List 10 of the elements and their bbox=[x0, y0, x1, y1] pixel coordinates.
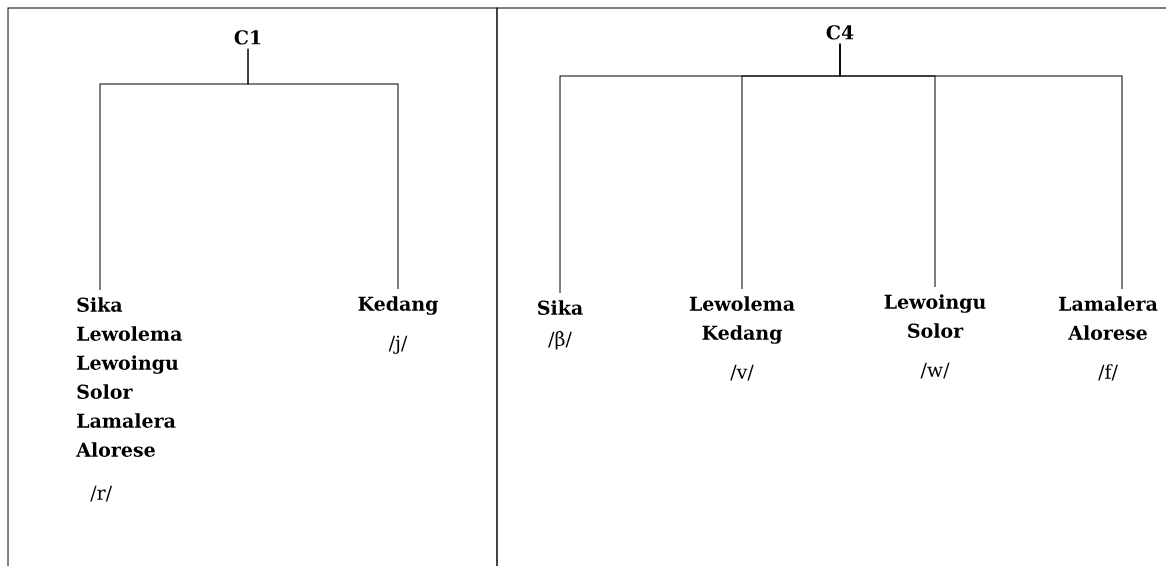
language-group-label: Kedang /j/ bbox=[358, 296, 438, 354]
language-group-label: Sika Lewolema Lewoingu Solor Lamalera Alorese /r/ bbox=[76, 297, 182, 502]
tree-connector bbox=[839, 43, 1123, 290]
language-group-label: Sika /β/ bbox=[538, 300, 583, 350]
language-group-label: Lewolema Kedang /v/ bbox=[689, 296, 795, 381]
language-group-label: Lewoingu Solor /w/ bbox=[884, 294, 986, 379]
tree-root-label: C4 bbox=[826, 25, 854, 40]
tree-root-label: C1 bbox=[234, 30, 261, 45]
tree-connector bbox=[247, 48, 399, 290]
language-group-label: Lamalera Alorese /f/ bbox=[1059, 296, 1158, 381]
